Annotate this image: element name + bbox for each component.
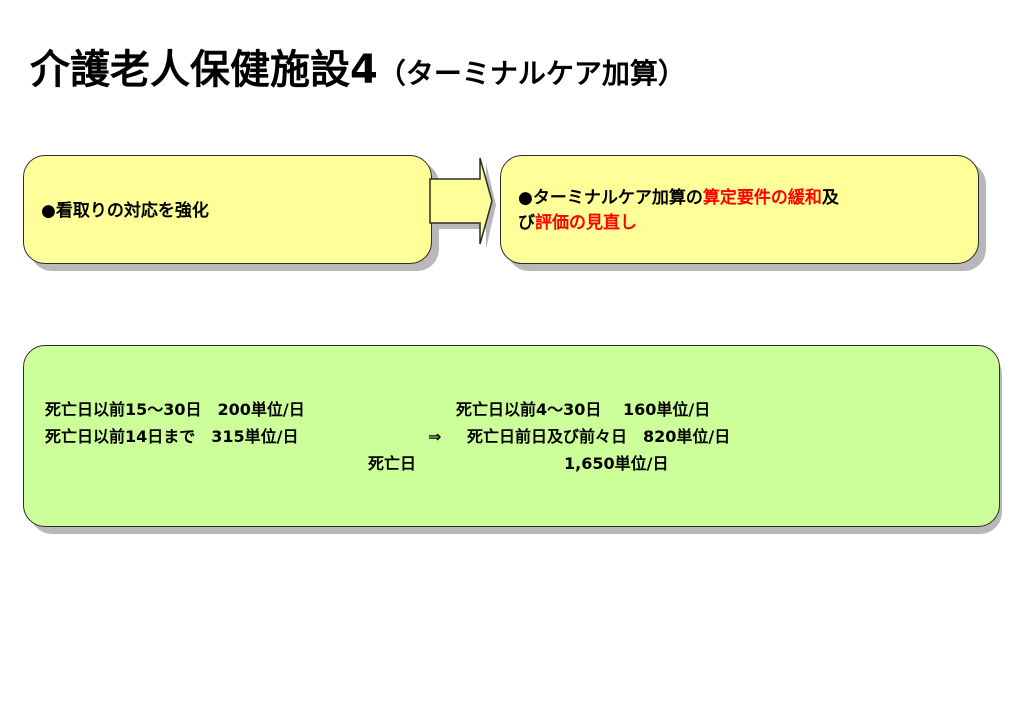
rate-line3-left: 死亡日	[368, 454, 417, 473]
left-box: ●看取りの対応を強化	[23, 155, 432, 264]
rate-line1-left: 死亡日以前15～30日 200単位/日	[45, 400, 305, 419]
right-arrow-icon	[429, 157, 496, 249]
right-box-text-part3: 及	[821, 188, 839, 208]
right-box-text-part4: び	[518, 213, 535, 233]
rate-line2-arrow: ⇒	[428, 427, 442, 446]
rate-line1-right: 死亡日以前4～30日 160単位/日	[456, 400, 711, 419]
page-title-sub: （ターミナルケア加算）	[377, 57, 686, 90]
rate-line2-left: 死亡日以前14日まで 315単位/日	[45, 427, 299, 446]
rate-line3-right: 1,650単位/日	[564, 454, 669, 473]
left-box-text: ●看取りの対応を強化	[41, 201, 209, 221]
right-box-highlight-2: 評価の見直し	[535, 213, 637, 233]
rates-box: 死亡日以前15～30日 200単位/日 死亡日以前4～30日 160単位/日 死…	[23, 345, 1000, 527]
right-box-text-part1: ●ターミナルケア加算の	[518, 188, 703, 208]
right-box-text: ●ターミナルケア加算の算定要件の緩和及び評価の見直し	[518, 186, 839, 236]
page-title: 介護老人保健施設4（ターミナルケア加算）	[30, 50, 686, 90]
rate-line2-right: 死亡日前日及び前々日 820単位/日	[467, 427, 731, 446]
page-title-main: 介護老人保健施設4	[30, 47, 378, 93]
right-box: ●ターミナルケア加算の算定要件の緩和及び評価の見直し	[500, 155, 979, 264]
right-box-highlight-1: 算定要件の緩和	[702, 188, 822, 208]
